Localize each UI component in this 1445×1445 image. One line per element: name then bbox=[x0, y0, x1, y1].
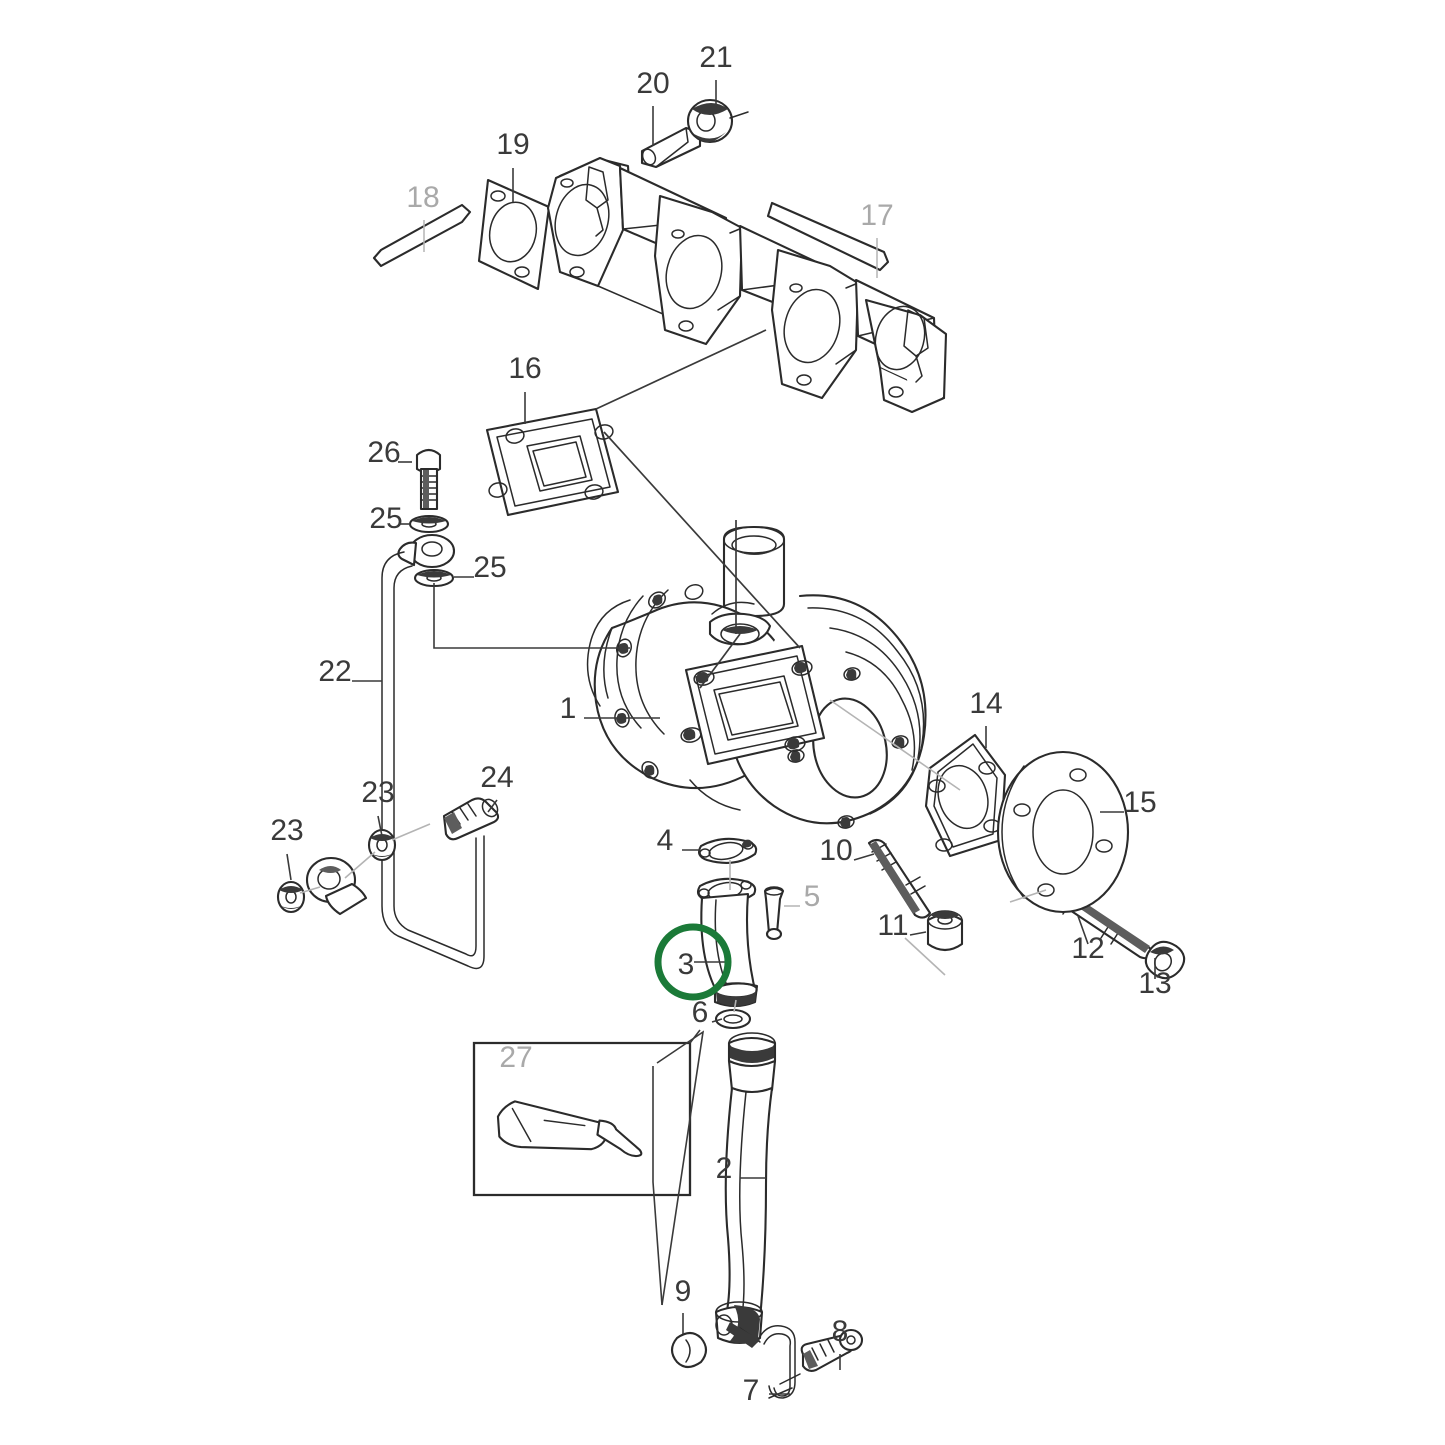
callout-stud-upper: 10 bbox=[819, 834, 852, 867]
callout-gasket-manifold-port: 19 bbox=[496, 128, 529, 161]
gasket-turbo-manifold-part bbox=[485, 407, 620, 517]
gasket-manifold-port-part bbox=[477, 178, 551, 291]
oil-return-pipe-part bbox=[714, 1032, 777, 1345]
manifold-body bbox=[546, 156, 948, 414]
banjo-bolt-upper-part bbox=[415, 448, 442, 511]
callout-oil-return-pipe: 2 bbox=[716, 1152, 733, 1185]
banjo-bolt-lower-part bbox=[276, 797, 500, 916]
callout-number-layer: 1234567891011121314151617181920212223232… bbox=[270, 41, 1171, 1407]
flange-round-part bbox=[996, 750, 1130, 914]
callout-o-ring-lower: 9 bbox=[675, 1275, 692, 1308]
turbocharger-unit-part bbox=[586, 525, 927, 829]
callout-nut-lower: 13 bbox=[1138, 967, 1171, 1000]
callout-retaining-clip: 7 bbox=[743, 1374, 760, 1407]
retaining-clip-part bbox=[726, 1322, 796, 1399]
callout-screw-clip: 8 bbox=[832, 1315, 849, 1348]
banjo-eye-upper bbox=[397, 533, 456, 569]
oil-feed-pipe-group bbox=[276, 448, 500, 970]
screw-part bbox=[763, 886, 785, 941]
exhaust-manifold-group bbox=[372, 98, 948, 414]
callout-o-ring-upper: 6 bbox=[692, 996, 709, 1029]
sealant-tube-part bbox=[496, 1100, 643, 1158]
callout-spacer-sleeve: 20 bbox=[636, 67, 669, 100]
callout-oil-feed-pipe: 22 bbox=[318, 655, 351, 688]
spacer-sleeve-part bbox=[640, 126, 702, 169]
callout-gasket-oil-drain: 4 bbox=[657, 824, 674, 857]
callout-oil-drain-pipe-highlighted: 3 bbox=[678, 948, 695, 981]
callout-nut-manifold: 21 bbox=[699, 41, 732, 74]
o-ring-lower-part bbox=[670, 1331, 708, 1369]
screw-clip-part bbox=[779, 1328, 864, 1385]
callout-nut-upper: 11 bbox=[877, 909, 908, 942]
sealant-inset-box bbox=[472, 1029, 705, 1306]
callout-sealant-tube: 27 bbox=[499, 1041, 532, 1074]
callout-stud-lower: 12 bbox=[1071, 932, 1104, 965]
nut-manifold-part bbox=[686, 98, 749, 144]
callout-exhaust-manifold: 17 bbox=[860, 199, 893, 232]
sealing-washer-upper-a-part bbox=[408, 514, 450, 534]
callout-sealing-washer-upper-a: 25 bbox=[369, 502, 402, 535]
callout-flange-round: 15 bbox=[1123, 786, 1156, 819]
callout-turbocharger-unit: 1 bbox=[560, 692, 577, 725]
highlight-circle bbox=[654, 923, 732, 1001]
callout-banjo-bolt-upper: 26 bbox=[367, 436, 400, 469]
callout-gasket-turbo-manifold: 16 bbox=[508, 352, 541, 385]
o-ring-upper-part bbox=[714, 1008, 752, 1030]
callout-gasket-outlet: 14 bbox=[969, 687, 1002, 720]
leader-lines bbox=[286, 80, 1156, 1395]
callout-sealing-washer-upper-b: 25 bbox=[473, 551, 506, 584]
oil-drain-pipe-part bbox=[696, 877, 759, 1008]
callout-stud-manifold-long: 18 bbox=[406, 181, 439, 214]
callout-sealing-washer-lower-b: 23 bbox=[270, 814, 303, 847]
callout-banjo-bolt-lower: 24 bbox=[480, 761, 513, 794]
gasket-oil-drain-part bbox=[697, 837, 758, 864]
stud-manifold-long-part bbox=[372, 203, 472, 268]
sealing-washer-upper-b-part bbox=[413, 568, 455, 588]
callout-sealing-washer-lower-a: 23 bbox=[361, 776, 394, 809]
callout-screw: 5 bbox=[804, 880, 821, 913]
gasket-outlet-part bbox=[924, 733, 1007, 858]
